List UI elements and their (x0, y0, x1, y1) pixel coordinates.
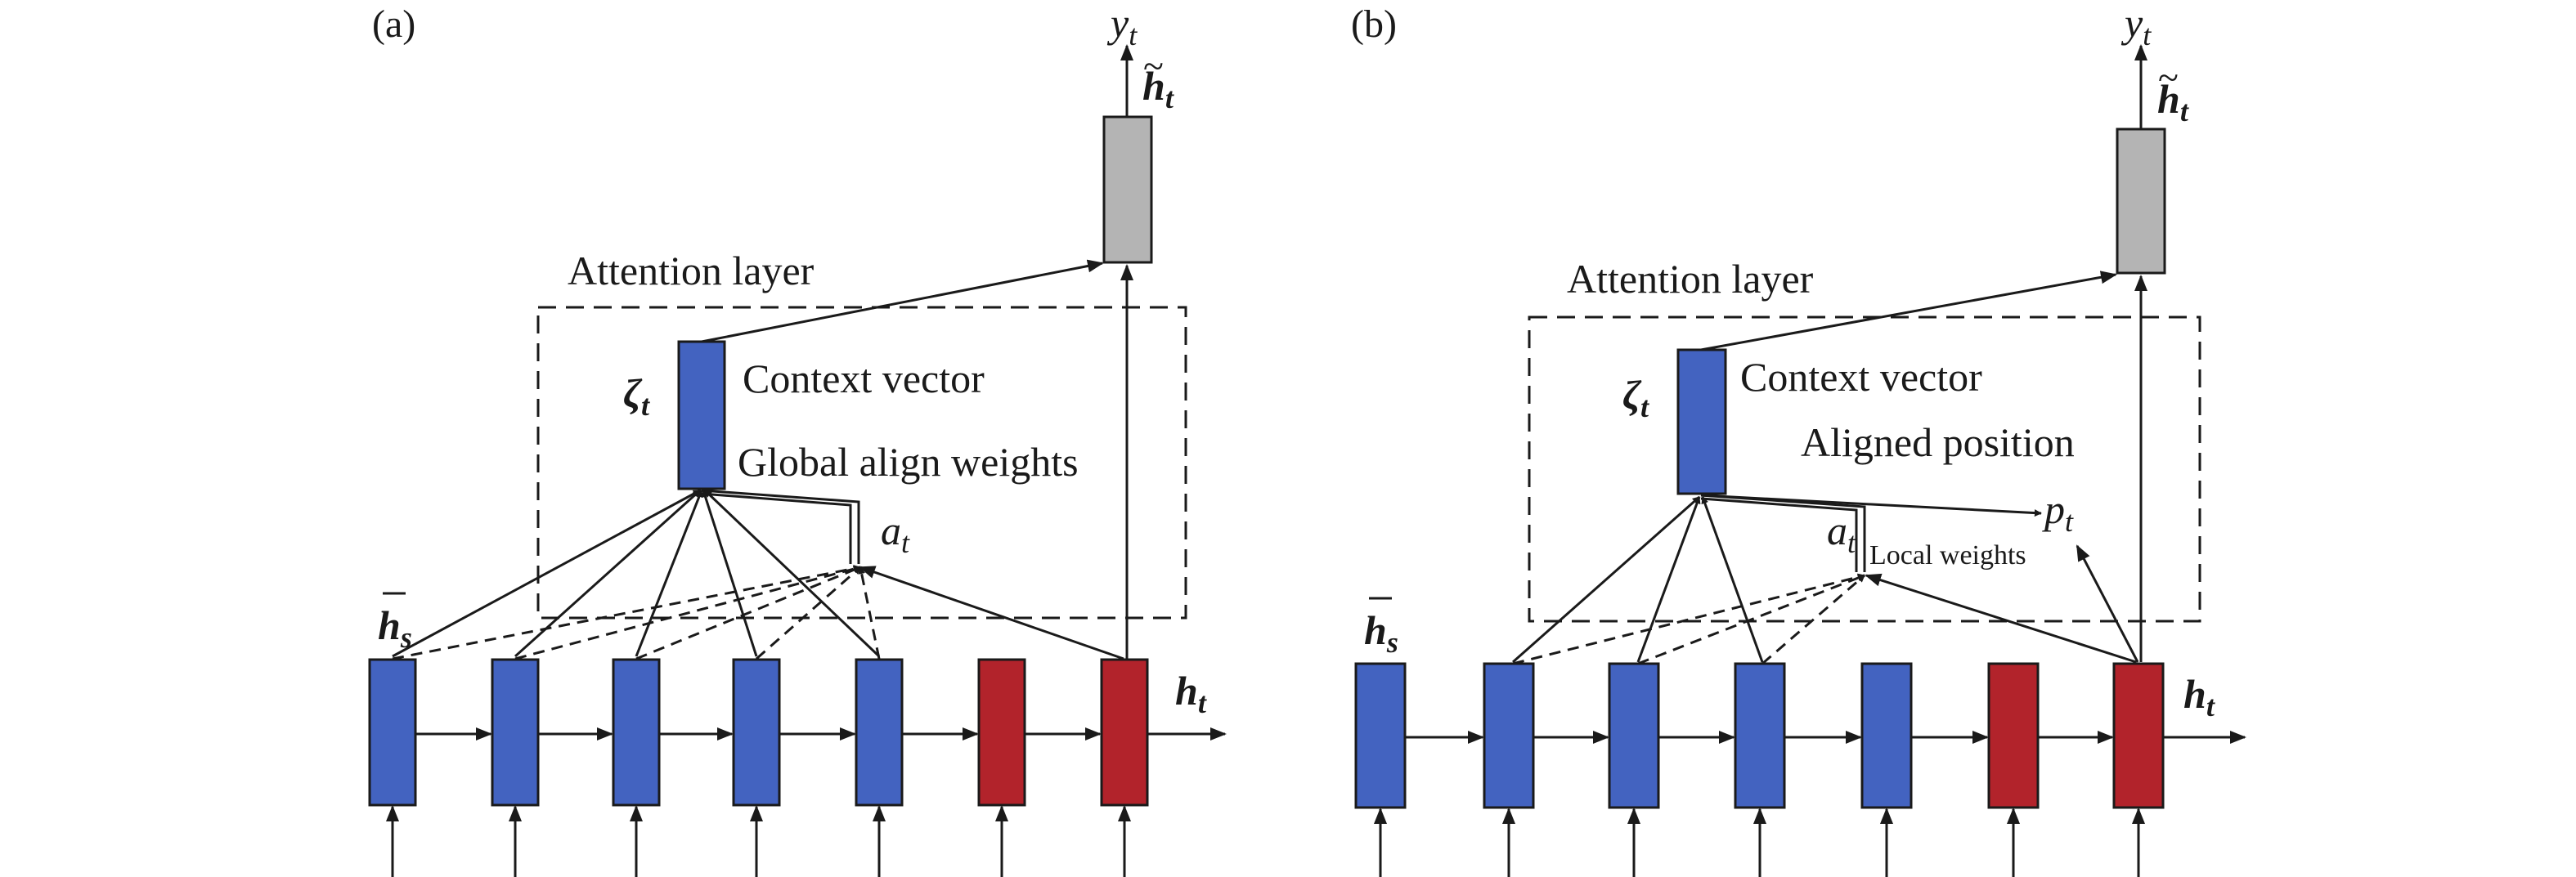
context-vector-label: Context vector (743, 356, 985, 401)
align-label: at (1827, 508, 1856, 559)
source-to-align-dashed-lines (392, 565, 881, 660)
panel-b: (b) Attention layer yt ht ~ ζt Context v… (1351, 0, 2246, 877)
attentional-hidden-state (2116, 128, 2166, 275)
target-state (977, 658, 1026, 807)
target-hidden-label: ht (2183, 671, 2215, 723)
target-state (1987, 662, 2040, 809)
source-hidden-label: hs (1364, 607, 1398, 659)
attention-layer-box (536, 306, 1187, 620)
rnn-cells-b (1354, 662, 2165, 809)
input-arrows-a (386, 805, 1131, 877)
context-vector-label: Context vector (1740, 354, 1982, 400)
input-arrows-b (1374, 808, 2145, 877)
rnn-cells-a (368, 658, 1149, 807)
attention-layer-label: Attention layer (568, 248, 815, 293)
align-double-line-2 (1700, 497, 1858, 572)
source-state (1860, 662, 1913, 809)
align-double-line-1 (1700, 494, 1866, 572)
output-label: yt (2120, 0, 2152, 51)
panel-a-label: (a) (372, 2, 415, 46)
attention-layer-label: Attention layer (1567, 256, 1814, 302)
source-state (612, 658, 661, 807)
source-state (491, 658, 540, 807)
source-state (1483, 662, 1535, 809)
target-hidden-label: ht (1175, 668, 1207, 719)
position-label: pt (2042, 486, 2074, 538)
attention-layer-box (1528, 315, 2201, 623)
align-label: at (881, 508, 910, 559)
source-state (732, 658, 781, 807)
target-state (1100, 658, 1149, 807)
source-state (1354, 662, 1407, 809)
target-to-align-arrow (1865, 573, 2137, 664)
align-double-line-1 (701, 489, 860, 564)
target-state (2112, 662, 2165, 809)
target-to-position-arrow (2076, 544, 2139, 663)
context-symbol-label: ζt (1622, 372, 1649, 423)
source-to-context-lines (392, 489, 881, 658)
source-state (1608, 662, 1660, 809)
panel-a: (a) Attention layer yt ht ~ ζt Context v… (368, 0, 1227, 877)
source-to-align-dashed-lines (1512, 573, 1865, 665)
context-vector (1676, 348, 1727, 495)
source-state (855, 658, 904, 807)
source-state (368, 658, 417, 807)
source-hidden-label: hs (378, 602, 412, 654)
context-to-attentional-arrow (1700, 271, 2117, 351)
source-state (1734, 662, 1786, 809)
attentional-hidden-label: ht (1142, 63, 1174, 114)
attentional-hidden-label: ht (2157, 76, 2189, 128)
context-symbol-label: ζt (623, 370, 650, 422)
tilde-mark: ~ (2158, 56, 2179, 98)
context-vector (677, 340, 726, 490)
panel-b-label: (b) (1351, 2, 1397, 46)
output-label: yt (1106, 0, 1138, 51)
aligned-position-label: Aligned position (1801, 419, 2075, 465)
attentional-hidden-state (1102, 115, 1153, 264)
tilde-mark: ~ (1143, 45, 1164, 87)
source-to-context-lines (1512, 495, 1764, 664)
weights-label: Local weights (1869, 540, 2026, 570)
context-to-attentional-arrow (701, 259, 1104, 343)
weights-label: Global align weights (738, 439, 1079, 485)
target-to-align-arrow (859, 566, 1124, 660)
align-double-line-2 (701, 492, 852, 564)
